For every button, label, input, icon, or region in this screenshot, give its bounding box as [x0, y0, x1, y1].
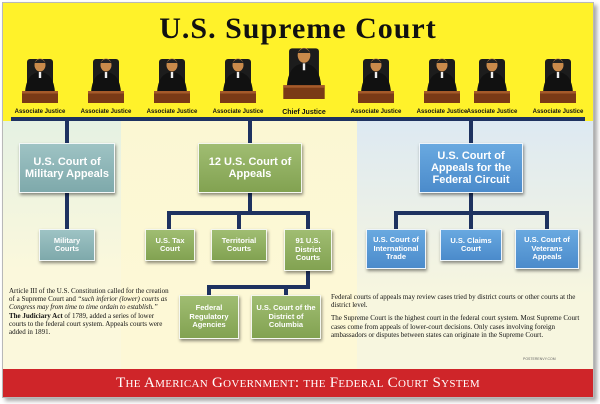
court-of-military-appeals-box: U.S. Court of Military Appeals	[19, 143, 115, 193]
justice-label: Associate Justice	[466, 109, 518, 115]
justice-label: Associate Justice	[14, 109, 66, 115]
justice-label: Associate Justice	[80, 109, 132, 115]
international-trade-box: U.S. Court of International Trade	[366, 229, 426, 269]
chief-justice-label: Chief Justice	[282, 109, 326, 116]
judiciary-rest-text: of 1789, added a series of lower courts …	[9, 311, 163, 337]
tax-court-box: U.S. Tax Court	[145, 229, 195, 261]
justices-illustration	[22, 47, 576, 103]
chief-justice-figure	[283, 47, 325, 99]
justice-label: Associate Justice	[416, 109, 468, 115]
publisher-credit: POSTERENVY.COM	[523, 357, 556, 361]
associate-justice-figure	[88, 58, 124, 103]
district-courts-box: 91 U.S. District Courts	[284, 229, 332, 271]
justice-label: Associate Justice	[532, 109, 584, 115]
associate-justice-figure	[22, 58, 58, 103]
associate-justice-figure	[540, 58, 576, 103]
military-courts-box: Military Courts	[39, 229, 95, 261]
justice-label: Associate Justice	[212, 109, 264, 115]
article-quote-text: “such inferior (lower) courts as Congres…	[9, 295, 168, 312]
footer-title: The American Government: the Federal Cou…	[116, 375, 480, 391]
associate-justice-figure	[154, 58, 190, 103]
connector-lines	[11, 117, 585, 297]
dc-court-box: U.S. Court of the District of Columbia	[251, 295, 321, 339]
supreme-court-paragraph: The Supreme Court is the highest court i…	[331, 314, 580, 339]
veterans-appeals-box: U.S. Court of Veterans Appeals	[515, 229, 579, 269]
poster-title: U.S. Supreme Court	[159, 12, 437, 45]
footer-banner: The American Government: the Federal Cou…	[3, 369, 593, 397]
constitution-paragraph: Article III of the U.S. Constitution cal…	[9, 287, 169, 336]
associate-justice-figure	[474, 58, 510, 103]
associate-justice-figure	[358, 58, 394, 103]
court-of-appeals-box: 12 U.S. Court of Appeals	[198, 143, 302, 193]
associate-justice-figure	[424, 58, 460, 103]
claims-court-box: U.S. Claims Court	[440, 229, 502, 261]
judiciary-act-text: The Judiciary Act	[9, 311, 63, 320]
federal-regulatory-agencies-box: Federal Regulatory Agencies	[179, 295, 239, 339]
explanation-text: Federal courts of appeals may review cas…	[331, 293, 587, 344]
associate-justice-figure	[220, 58, 256, 103]
article-intro-text: Article III of the U.S. Constitution cal…	[9, 287, 169, 304]
justice-label: Associate Justice	[146, 109, 198, 115]
poster: U.S. Supreme Court Associate Justice Ass…	[2, 2, 594, 398]
federal-circuit-appeals-box: U.S. Court of Appeals for the Federal Ci…	[419, 143, 523, 193]
territorial-courts-box: Territorial Courts	[211, 229, 267, 261]
justice-label: Associate Justice	[350, 109, 402, 115]
courts-of-appeals-paragraph: Federal courts of appeals may review cas…	[331, 293, 576, 310]
